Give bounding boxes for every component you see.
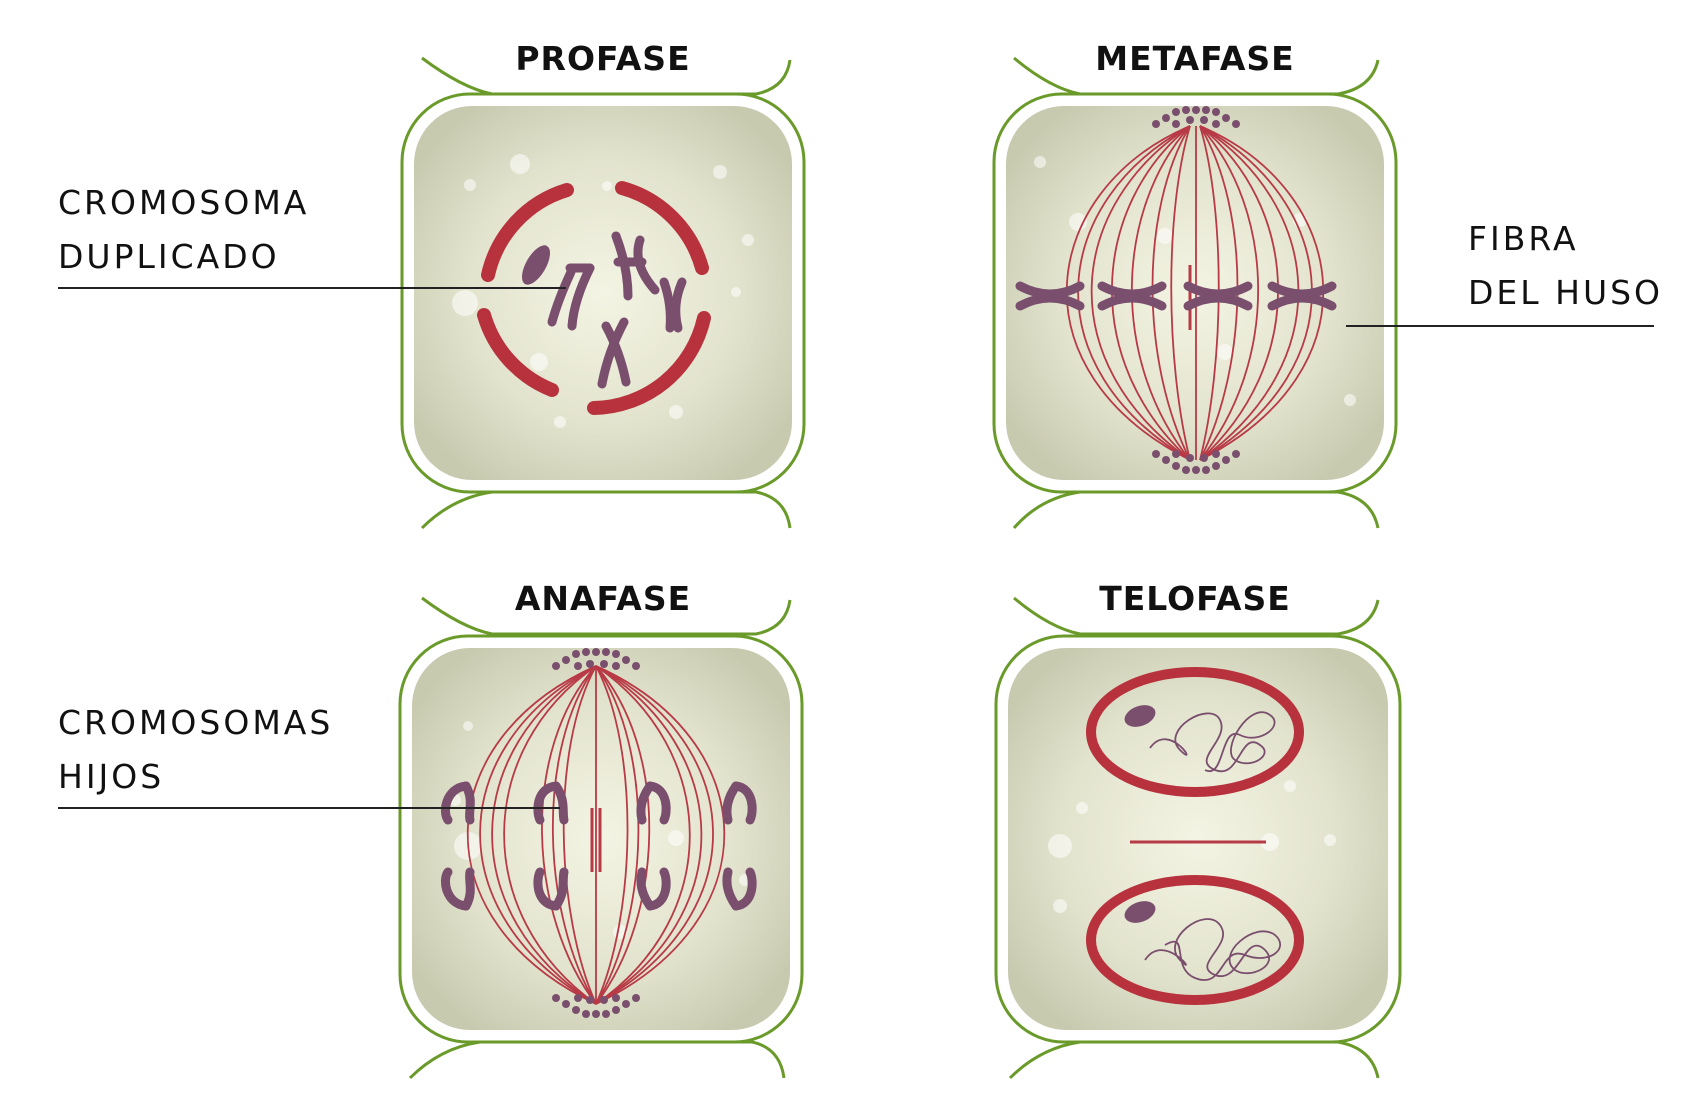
telophase-cell: TELOFASE	[996, 579, 1400, 1078]
label-line: CROMOSOMA	[58, 183, 309, 222]
neighbor-cell-wall-bottom	[1014, 492, 1378, 528]
phase-title-anafase: ANAFASE	[515, 579, 691, 618]
phase-title-metafase: METAFASE	[1095, 39, 1294, 78]
label-line: FIBRA	[1468, 219, 1579, 258]
label-line: CROMOSOMAS	[58, 703, 333, 742]
phase-title-telofase: TELOFASE	[1099, 579, 1291, 618]
label-line: HIJOS	[58, 757, 164, 796]
phase-title-profase: PROFASE	[515, 39, 690, 78]
label-line: DEL HUSO	[1468, 273, 1663, 312]
neighbor-cell-wall-bottom	[422, 492, 790, 528]
anaphase-cell: ANAFASE	[400, 579, 802, 1078]
neighbor-cell-wall-bottom	[1010, 1042, 1378, 1078]
neighbor-cell-wall-bottom	[410, 1042, 784, 1078]
prophase-cell: PROFASE	[402, 39, 804, 528]
label-line: DUPLICADO	[58, 237, 280, 276]
metaphase-cell: METAFASE	[994, 39, 1396, 528]
